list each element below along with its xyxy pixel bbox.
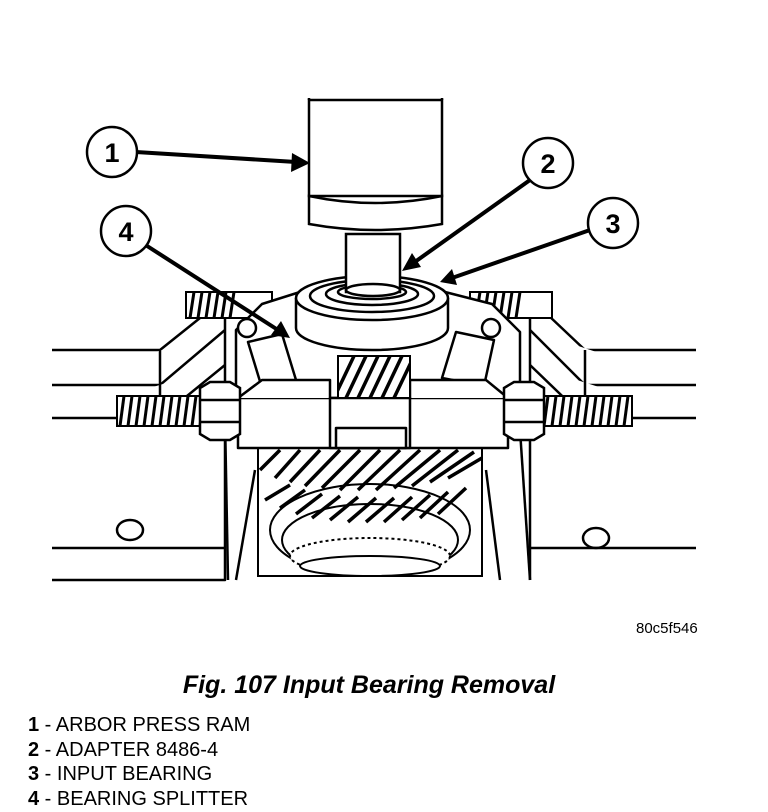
svg-text:3: 3 [605, 209, 620, 239]
legend-number: 1 [28, 714, 40, 736]
transmission-gear [257, 447, 483, 577]
figure-caption: Fig. 107 Input Bearing Removal [182, 671, 556, 699]
svg-text:4: 4 [118, 217, 133, 247]
legend-item: 2 - ADAPTER 8486-4 [28, 738, 250, 763]
arbor-press-ram [307, 98, 444, 232]
callout-legend: 1 - ARBOR PRESS RAM 2 - ADAPTER 8486-4 3… [28, 713, 250, 811]
figure-code: 80c5f546 [636, 620, 698, 637]
callout-4: 4 [99, 204, 153, 258]
input-shaft-splines [337, 355, 411, 399]
legend-label: INPUT BEARING [56, 763, 213, 785]
hex-nut-right [502, 380, 546, 442]
legend-item: 4 - BEARING SPLITTER [28, 787, 250, 812]
svg-text:2: 2 [540, 149, 555, 179]
hex-nut-left [198, 380, 242, 442]
legend-separator: - [39, 787, 57, 810]
legend-item: 1 - ARBOR PRESS RAM [28, 713, 250, 738]
legend-label: ARBOR PRESS RAM [55, 714, 251, 736]
press-bed [52, 296, 696, 582]
legend-label: BEARING SPLITTER [56, 787, 249, 810]
legend-separator: - [39, 763, 57, 785]
legend-item: 3 - INPUT BEARING [28, 762, 250, 787]
input-bearing-removal-illustration: 1 2 3 4 [52, 98, 696, 582]
leader-arrows [135, 150, 591, 338]
adapter-8486-4 [344, 232, 402, 298]
threaded-rod-left [116, 395, 210, 427]
legend-separator: - [39, 738, 56, 761]
legend-label: ADAPTER 8486-4 [55, 738, 219, 761]
callout-2: 2 [521, 136, 575, 190]
callout-1: 1 [85, 125, 139, 179]
legend-number: 2 [28, 738, 40, 761]
legend-number: 4 [28, 787, 40, 810]
threaded-rod-right [539, 395, 633, 427]
callout-3: 3 [586, 196, 640, 250]
legend-number: 3 [28, 763, 40, 785]
legend-separator: - [39, 714, 56, 736]
svg-text:1: 1 [104, 138, 119, 168]
